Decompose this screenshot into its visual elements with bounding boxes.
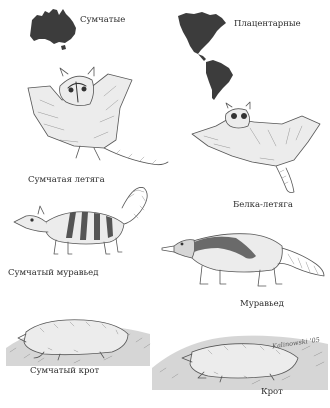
americas-map-icon (176, 10, 238, 102)
label-flying-squirrel: Белка-летяга (233, 200, 293, 210)
marsupial-mole-drawing (4, 308, 152, 366)
marsupial-anteater-drawing (12, 182, 152, 262)
australia-map-icon (28, 6, 80, 50)
label-placentals: Плацентарные (234, 19, 301, 29)
marsupial-glider-drawing (20, 66, 170, 172)
anteater-drawing (160, 224, 328, 294)
flying-squirrel-drawing (190, 104, 326, 196)
label-mole: Крот (261, 387, 283, 397)
label-marsupials: Сумчатые (80, 15, 125, 25)
label-anteater: Муравьед (240, 299, 284, 309)
mole-drawing (152, 322, 328, 390)
label-marsupial-anteater: Сумчатый муравьед (8, 268, 98, 278)
label-marsupial-mole: Сумчатый крот (30, 366, 99, 376)
